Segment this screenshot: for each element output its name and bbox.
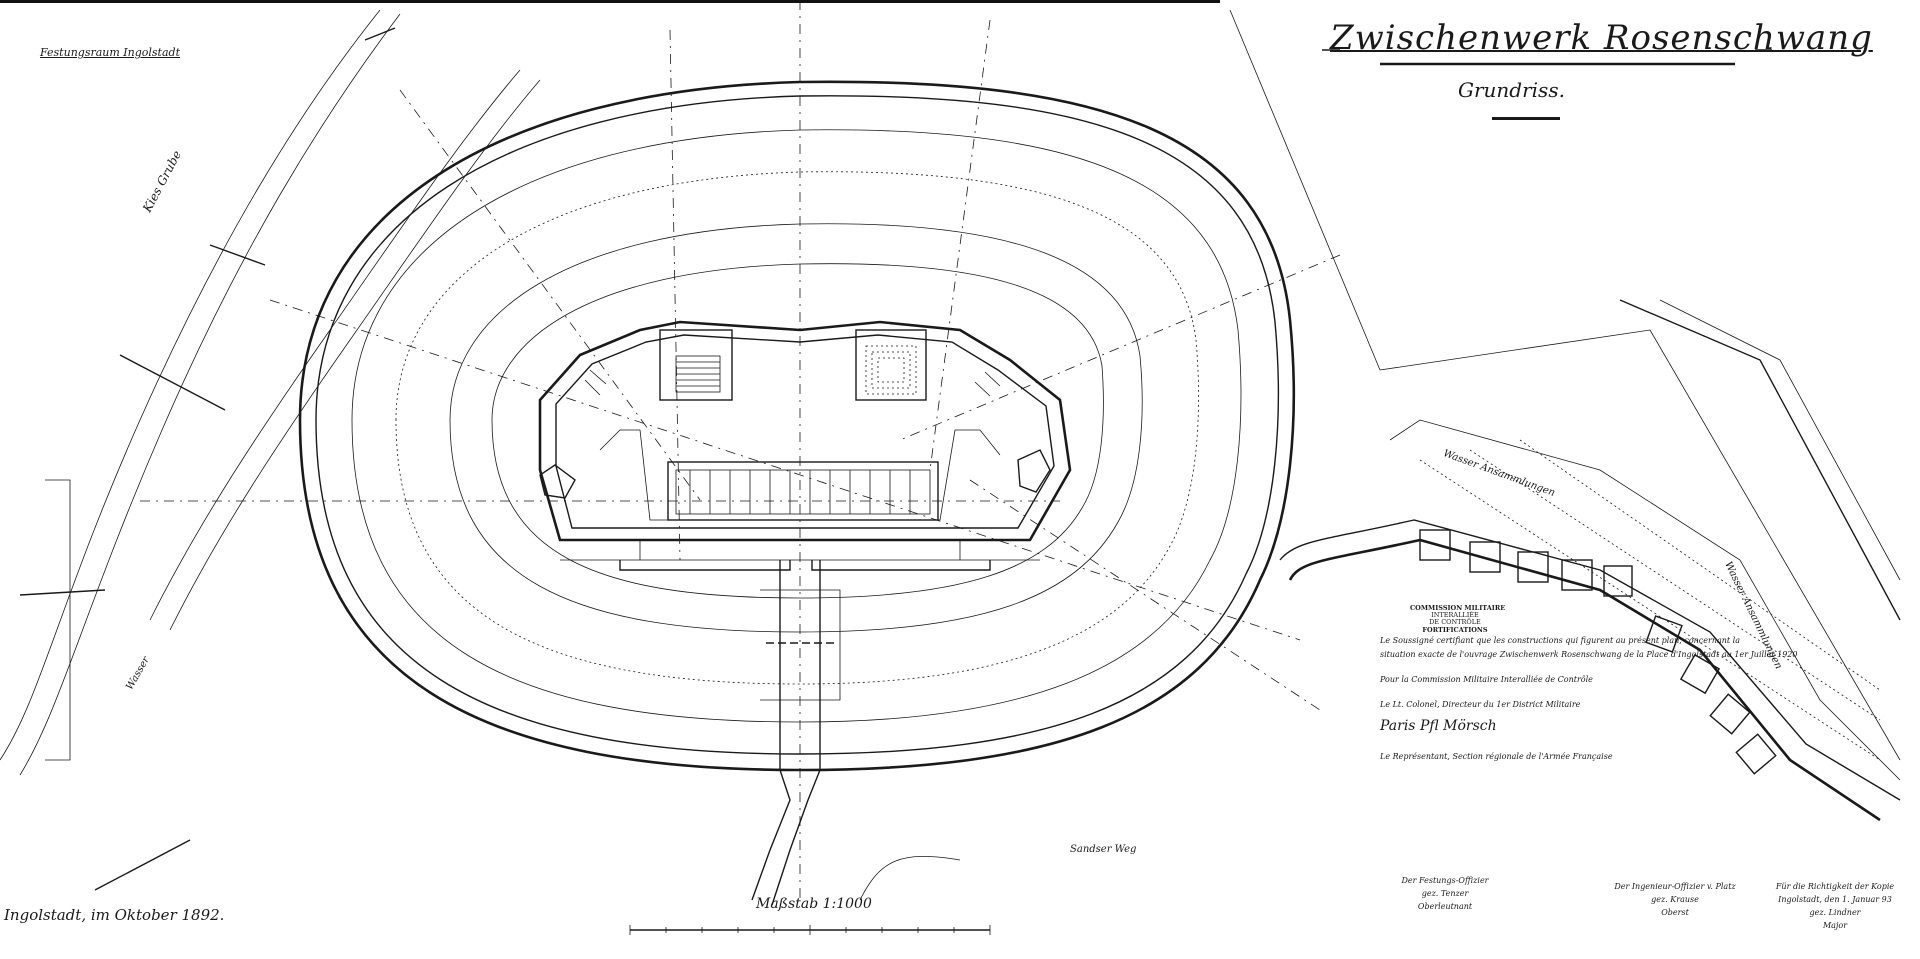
signature-line: Der Ingenieur-Offizier v. Platz: [1614, 882, 1736, 891]
commission-stamp-line: DE CONTRÔLE: [1429, 618, 1481, 626]
signature-line: gez. Lindner: [1809, 908, 1861, 917]
inner-rampart: [538, 320, 1072, 571]
outer-rings: [298, 80, 1296, 772]
scale-label: Maßstab 1:1000: [756, 896, 872, 912]
flank-casemates: [539, 369, 1051, 499]
place-date: Ingolstadt, im Oktober 1892.: [4, 906, 225, 924]
representative-line: Le Représentant, Section régionale de l'…: [1380, 752, 1613, 761]
right-caponier: [855, 329, 927, 401]
officer-line: Le Lt. Colonel, Directeur du 1er Distric…: [1380, 700, 1581, 709]
signature-block-left: Der Festungs-Offizier gez. Tenzer Oberle…: [1385, 874, 1505, 913]
signature-line: Für die Richtigkeit der Kopie: [1775, 882, 1895, 891]
signature-block-mid: Der Ingenieur-Offizier v. Platz gez. Kra…: [1610, 880, 1740, 919]
left-road: [0, 9, 541, 891]
left-caponier: [659, 329, 733, 401]
road-name-label: Sandser Weg: [1070, 844, 1137, 855]
commission-stamp-line: COMMISSION MILITAIRE: [1410, 604, 1506, 612]
barracks-block: [667, 461, 939, 521]
subtitle: Grundriss.: [1458, 78, 1565, 102]
signature-line: Major: [1822, 921, 1848, 930]
scale-bar: [629, 856, 991, 935]
title-underline: [1322, 49, 1772, 66]
signature-line: Ingolstadt, den 1. Januar 93: [1778, 895, 1892, 904]
commission-stamp-line: INTERALLIÉE: [1431, 611, 1479, 619]
access-road: [751, 560, 841, 906]
signature-line: Oberleutnant: [1417, 902, 1473, 911]
top-border: [0, 0, 1220, 3]
commission-line: Pour la Commission Militaire Interalliée…: [1380, 675, 1593, 684]
certification-text: situation exacte de l'ouvrage Zwischenwe…: [1380, 650, 1798, 659]
commission-stamp-line: FORTIFICATIONS: [1422, 626, 1488, 634]
signature-line: Oberst: [1661, 908, 1689, 917]
certification-text: Le Soussigné certifiant que les construc…: [1380, 636, 1740, 645]
construction-lines: [140, 0, 1341, 900]
corner-note: Festungsraum Ingolstadt: [40, 46, 180, 59]
page-title: Zwischenwerk Rosenschwang: [1330, 18, 1873, 58]
signature-line: gez. Tenzer: [1421, 889, 1469, 898]
signature-block-right: Für die Richtigkeit der Kopie Ingolstadt…: [1760, 880, 1910, 932]
annex-outwork: [1229, 9, 1901, 822]
handwritten-signature: Paris Pfl Mörsch: [1380, 718, 1497, 734]
signature-line: gez. Krause: [1651, 895, 1699, 904]
signature-line: Der Festungs-Offizier: [1401, 876, 1489, 885]
subtitle-underline: [1492, 117, 1560, 120]
